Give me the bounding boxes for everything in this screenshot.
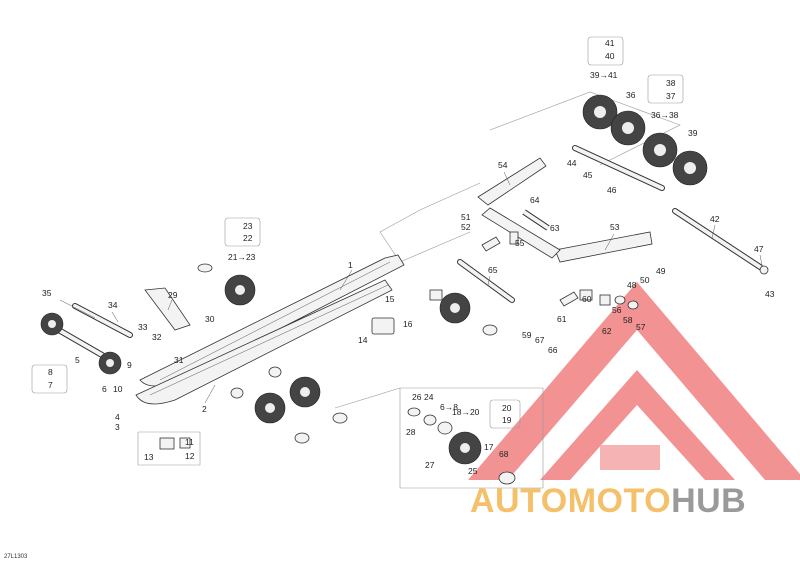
callout-label: 26 <box>412 392 422 402</box>
callout-label: 41 <box>605 38 615 48</box>
callout-label: 36→38 <box>651 110 679 120</box>
callout-label: 25 <box>468 466 478 476</box>
callout-label: 7 <box>48 380 53 390</box>
callout-label: 30 <box>205 314 215 324</box>
callout-label: 16 <box>403 319 413 329</box>
callout-label: 66 <box>548 345 558 355</box>
callout-label: 55 <box>515 238 525 248</box>
brand-wordmark: AUTOMOTOHUB <box>470 482 746 521</box>
arm-group <box>144 157 653 331</box>
callout-label: 37 <box>666 91 676 101</box>
callout-label: 39 <box>688 128 698 138</box>
callout-label: 13 <box>144 452 154 462</box>
callout-label: 61 <box>557 314 567 324</box>
callout-label: 59 <box>522 330 532 340</box>
callout-label: 43 <box>765 289 775 299</box>
callout-label: 6 <box>102 384 107 394</box>
callout-label: 52 <box>461 222 471 232</box>
callout-label: 12 <box>185 451 195 461</box>
callout-label: 36 <box>626 90 636 100</box>
callout-label: 51 <box>461 212 471 222</box>
callout-label: 65 <box>488 265 498 275</box>
callout-label: 18→20 <box>452 407 480 417</box>
legend-boxes <box>31 36 684 429</box>
leader-lines <box>59 171 763 404</box>
group-outline <box>379 182 481 263</box>
callout-label: 28 <box>406 427 416 437</box>
callout-label: 57 <box>636 322 646 332</box>
callout-label: 27 <box>425 460 435 470</box>
callout-label: 68 <box>499 449 509 459</box>
callout-labels: 1 2 3 4 5 6 7 8 9 10 11 12 13 14 15 16 1… <box>42 38 775 476</box>
brand-word-part-b: HUB <box>671 482 747 520</box>
callout-label: 40 <box>605 51 615 61</box>
callout-label: 20 <box>502 403 512 413</box>
rail-assembly <box>135 254 405 405</box>
callout-label: 63 <box>550 223 560 233</box>
callout-label: 10 <box>113 384 123 394</box>
reference-code: 27L1303 <box>4 554 28 560</box>
callout-label: 38 <box>666 78 676 88</box>
wheel-group <box>40 94 708 465</box>
callout-label: 15 <box>385 294 395 304</box>
callout-label: 14 <box>358 335 368 345</box>
callout-label: 17 <box>484 442 494 452</box>
callout-label: 42 <box>710 214 720 224</box>
callout-label: 11 <box>185 437 194 447</box>
group-outline <box>137 431 201 466</box>
callout-label: 31 <box>174 355 184 365</box>
callout-label: 34 <box>108 300 118 310</box>
callout-label: 46 <box>607 185 617 195</box>
callout-label: 32 <box>152 332 162 342</box>
callout-label: 33 <box>138 322 148 332</box>
callout-label: 64 <box>530 195 540 205</box>
callout-label: 1 <box>348 260 353 270</box>
group-outline <box>399 387 544 489</box>
callout-label: 4 <box>115 412 120 422</box>
callout-label: 50 <box>640 275 650 285</box>
callout-label: 6→8 <box>440 402 458 412</box>
callout-label: 62 <box>602 326 612 336</box>
callout-label: 9 <box>127 360 132 370</box>
brand-word-part-a: AUTOMOTO <box>470 482 672 520</box>
callout-label: 45 <box>583 170 593 180</box>
watermark-logo <box>468 282 800 480</box>
callout-label: 19 <box>502 415 512 425</box>
callout-label: 2 <box>202 404 207 414</box>
group-outline <box>489 91 681 166</box>
callout-label: 49 <box>656 266 666 276</box>
callout-label: 24 <box>424 392 434 402</box>
callout-label: 54 <box>498 160 508 170</box>
callout-label: 3 <box>115 422 120 432</box>
callout-label: 44 <box>567 158 577 168</box>
callout-label: 60 <box>582 294 592 304</box>
callout-label: 22 <box>243 233 253 243</box>
callout-label: 47 <box>754 244 764 254</box>
callout-label: 56 <box>612 305 622 315</box>
callout-label: 5 <box>75 355 80 365</box>
callout-label: 39→41 <box>590 70 618 80</box>
callout-label: 29 <box>168 290 178 300</box>
group-outline <box>334 387 401 409</box>
callout-label: 23 <box>243 221 253 231</box>
callout-label: 35 <box>42 288 52 298</box>
callout-label: 53 <box>610 222 620 232</box>
callout-label: 8 <box>48 367 53 377</box>
callout-label: 58 <box>623 315 633 325</box>
callout-label: 67 <box>535 335 545 345</box>
callout-label: 21→23 <box>228 252 256 262</box>
callout-label: 48 <box>627 280 637 290</box>
small-parts <box>159 231 769 485</box>
